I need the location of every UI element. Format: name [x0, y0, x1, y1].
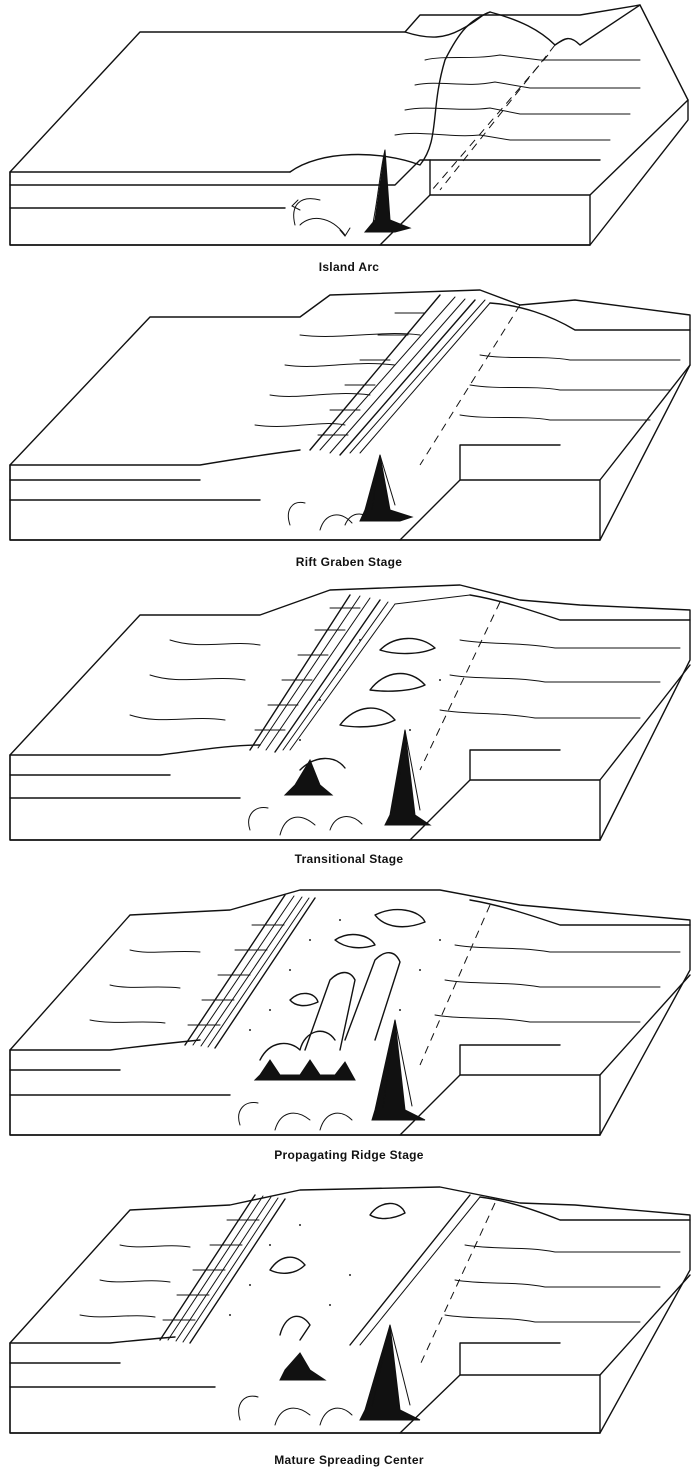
propagating-ridge-block — [0, 880, 698, 1148]
panel-island-arc: Island Arc — [0, 0, 698, 285]
caption-transitional-stage: Transitional Stage — [0, 852, 698, 866]
panel-mature-spreading-center: Mature Spreading Center — [0, 1175, 698, 1478]
island-arc-block — [0, 0, 698, 260]
panel-rift-graben-stage: Rift Graben Stage — [0, 285, 698, 580]
mature-spreading-block — [0, 1175, 698, 1447]
transitional-block — [0, 580, 698, 850]
caption-mature-spreading-center: Mature Spreading Center — [0, 1453, 698, 1467]
panel-transitional-stage: Transitional Stage — [0, 580, 698, 880]
caption-island-arc: Island Arc — [0, 260, 698, 274]
rift-graben-block — [0, 285, 698, 553]
panel-propagating-ridge-stage: Propagating Ridge Stage — [0, 880, 698, 1175]
caption-rift-graben-stage: Rift Graben Stage — [0, 555, 698, 569]
caption-propagating-ridge-stage: Propagating Ridge Stage — [0, 1148, 698, 1162]
